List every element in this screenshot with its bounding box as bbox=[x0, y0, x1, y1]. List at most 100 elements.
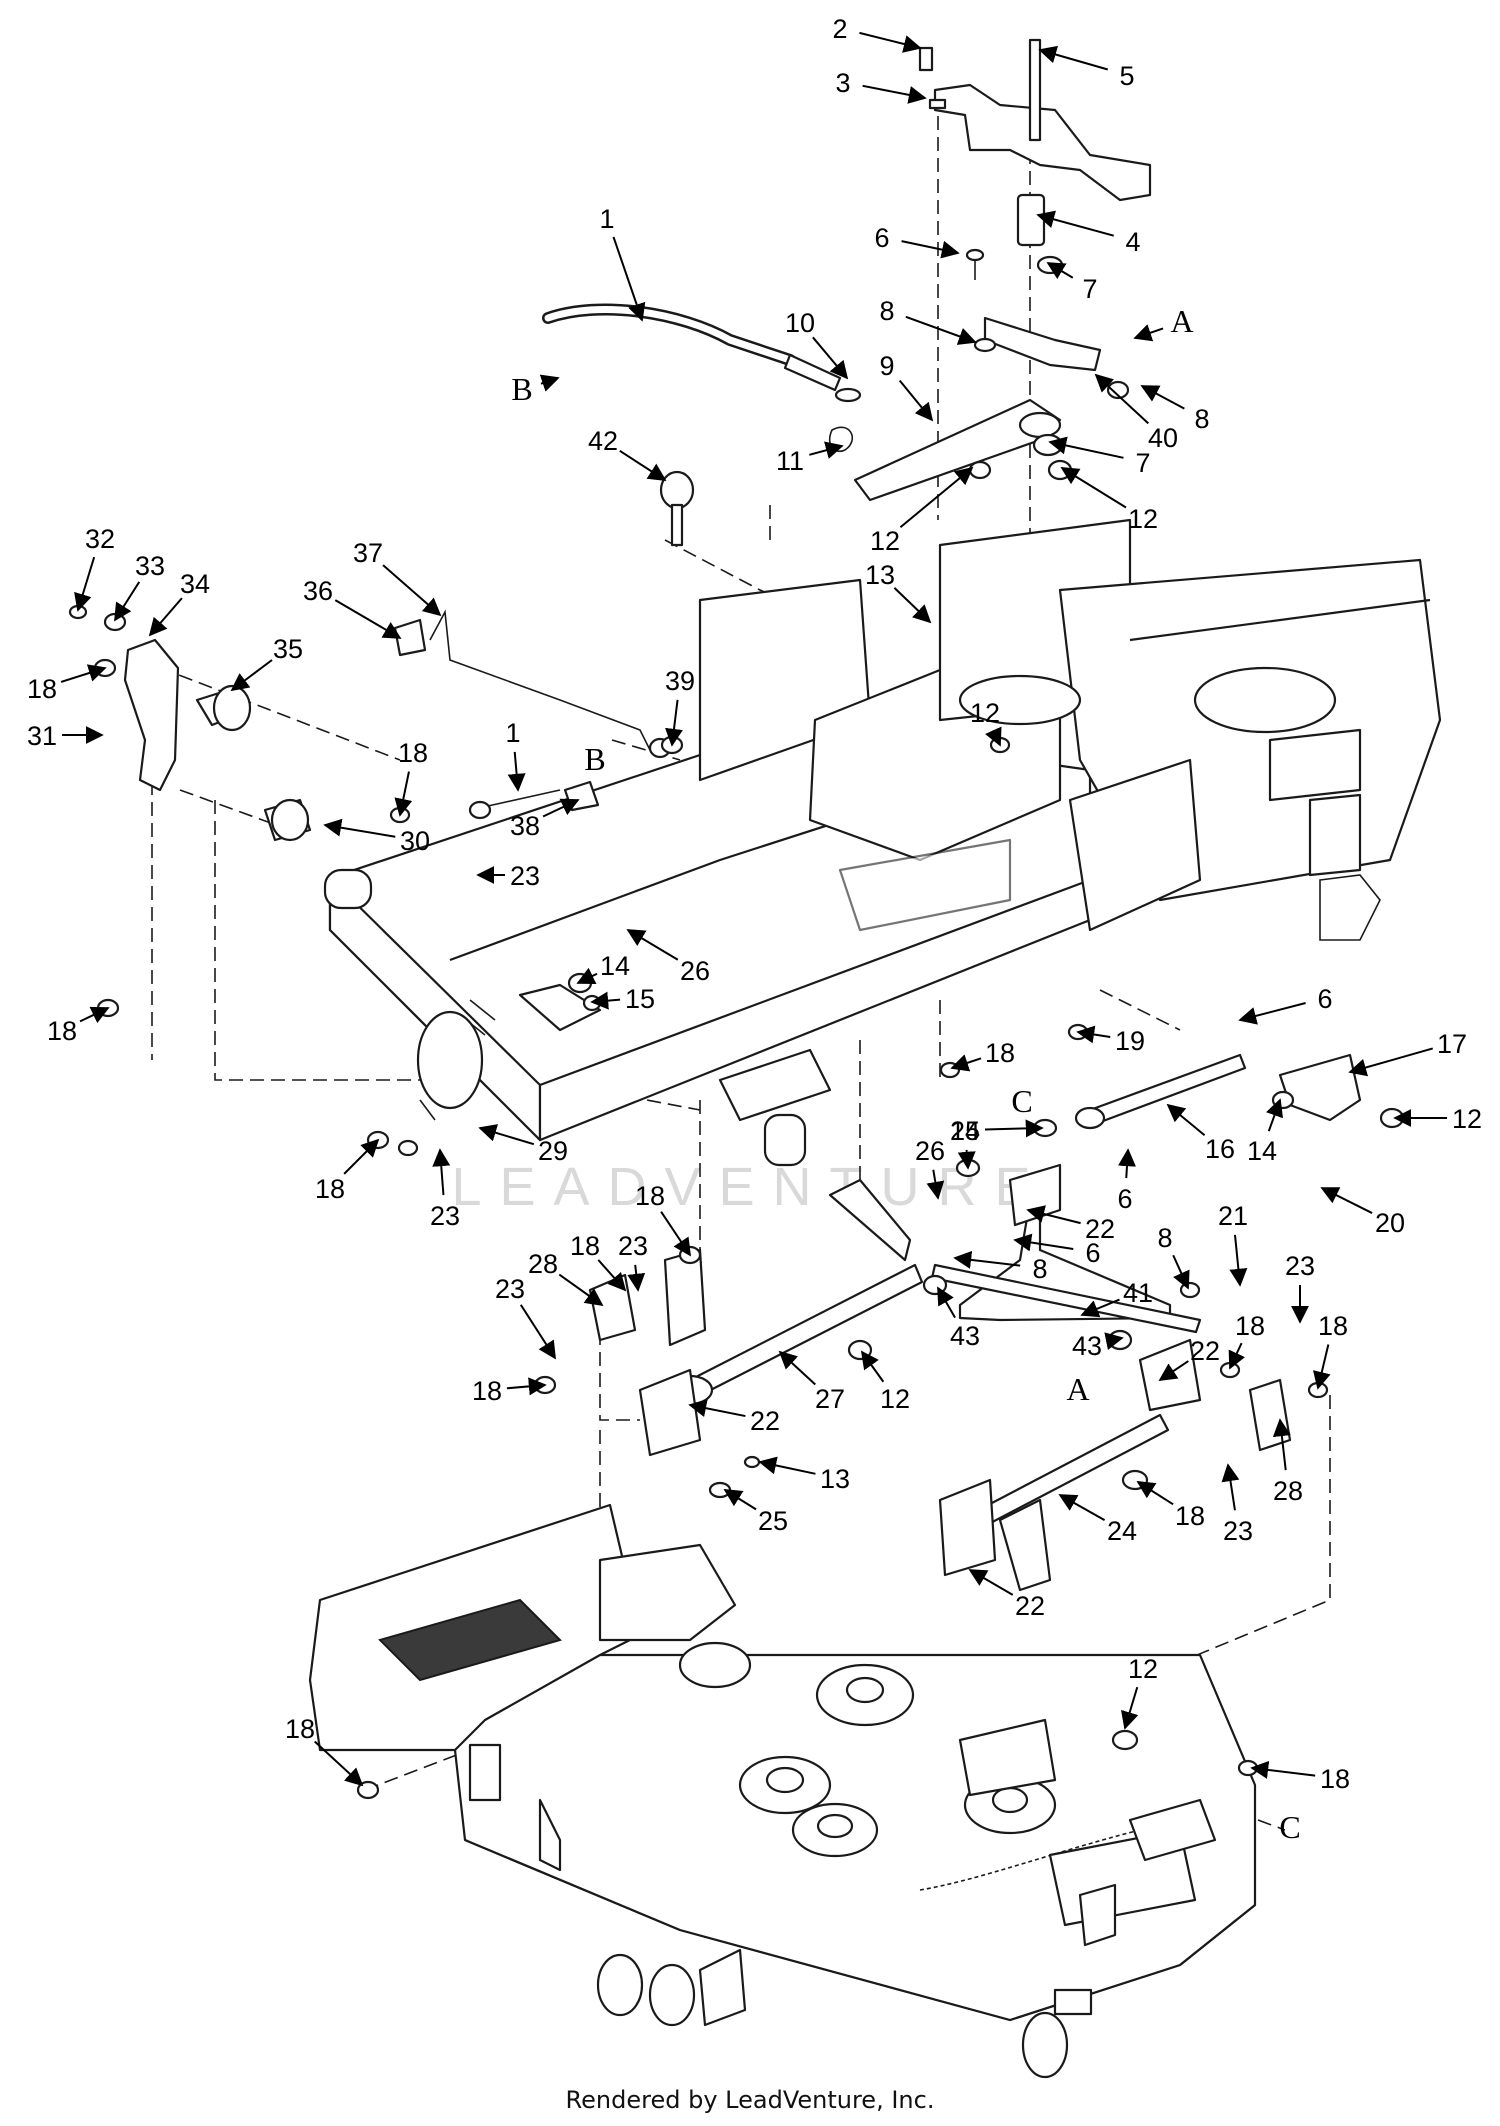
leader-arrow bbox=[323, 818, 396, 838]
callout-number-30: 30 bbox=[400, 826, 430, 856]
leader-arrow bbox=[230, 659, 273, 692]
callout-number-18: 18 bbox=[1175, 1501, 1205, 1531]
callout-number-12: 12 bbox=[970, 698, 1000, 728]
leader-arrow bbox=[898, 379, 934, 422]
callout-number-5: 5 bbox=[1119, 61, 1134, 91]
leader-arrow bbox=[1121, 1686, 1139, 1730]
leader-arrow bbox=[1118, 1148, 1136, 1179]
callout-number-17: 17 bbox=[1437, 1029, 1467, 1059]
leader-arrow bbox=[382, 564, 442, 617]
callout-number-40: 40 bbox=[1148, 423, 1178, 453]
leader-arrow bbox=[619, 450, 667, 481]
callout-number-13: 13 bbox=[820, 1464, 850, 1494]
leader-arrow bbox=[542, 798, 580, 818]
leader-arrow bbox=[862, 84, 927, 104]
leader-arrow bbox=[901, 240, 960, 259]
leader-arrow bbox=[968, 1569, 1014, 1596]
callout-number-36: 36 bbox=[303, 576, 333, 606]
callout-number-8: 8 bbox=[1157, 1223, 1172, 1253]
callout-number-31: 31 bbox=[27, 721, 57, 751]
callout-number-27: 27 bbox=[815, 1384, 845, 1414]
callout-number-6: 6 bbox=[874, 223, 889, 253]
reference-letter-c: C bbox=[1279, 1809, 1300, 1845]
callout-number-1: 1 bbox=[599, 204, 614, 234]
callout-number-14: 14 bbox=[1247, 1136, 1277, 1166]
leader-arrow bbox=[812, 336, 849, 380]
callout-number-18: 18 bbox=[1320, 1764, 1350, 1794]
callout-number-14: 14 bbox=[950, 1116, 980, 1146]
callout-number-12: 12 bbox=[1128, 504, 1158, 534]
leader-arrow bbox=[1036, 210, 1114, 237]
callout-number-2: 2 bbox=[832, 14, 847, 44]
leader-arrow bbox=[74, 556, 96, 612]
leader-arrow bbox=[626, 929, 679, 961]
callout-number-23: 23 bbox=[510, 861, 540, 891]
callout-number-25: 25 bbox=[758, 1506, 788, 1536]
callout-number-10: 10 bbox=[785, 308, 815, 338]
leader-arrow bbox=[1320, 1187, 1373, 1214]
callout-number-32: 32 bbox=[85, 524, 115, 554]
callout-number-19: 19 bbox=[1115, 1026, 1145, 1056]
leader-arrow bbox=[1140, 385, 1185, 410]
footer-credit: Rendered by LeadVenture, Inc. bbox=[565, 2086, 935, 2114]
leader-arrow bbox=[1348, 1047, 1434, 1077]
callout-number-20: 20 bbox=[1375, 1208, 1405, 1238]
callout-number-12: 12 bbox=[870, 526, 900, 556]
leader-arrow bbox=[984, 1119, 1044, 1138]
callout-number-28: 28 bbox=[1273, 1476, 1303, 1506]
leader-arrow bbox=[1238, 1002, 1306, 1025]
callout-number-18: 18 bbox=[47, 1016, 77, 1046]
leader-arrow bbox=[627, 1264, 646, 1292]
leader-arrow bbox=[1026, 1205, 1081, 1225]
callout-number-38: 38 bbox=[510, 811, 540, 841]
leader-arrow bbox=[660, 1211, 691, 1257]
steering-bracket-assembly bbox=[853, 38, 1152, 502]
leader-arrow bbox=[1228, 1342, 1245, 1370]
leader-arrow bbox=[597, 1259, 627, 1292]
callout-number-41: 41 bbox=[1123, 1278, 1153, 1308]
callout-number-6: 6 bbox=[1117, 1184, 1132, 1214]
leader-arrow bbox=[1094, 373, 1149, 425]
leader-arrow bbox=[1038, 45, 1109, 71]
leader-arrow bbox=[926, 1169, 945, 1200]
leader-arrow bbox=[860, 1350, 885, 1383]
callout-number-24: 24 bbox=[1107, 1516, 1137, 1546]
leader-arrow bbox=[1166, 1103, 1206, 1137]
callout-number-14: 14 bbox=[600, 951, 630, 981]
extension-spring bbox=[416, 999, 496, 1121]
callout-number-6: 6 bbox=[1085, 1238, 1100, 1268]
callout-number-25: 25 bbox=[950, 1116, 980, 1146]
leader-arrow bbox=[1076, 1025, 1111, 1044]
leader-arrow bbox=[893, 587, 932, 624]
tractor-frame bbox=[323, 518, 1442, 1167]
callout-number-7: 7 bbox=[1082, 274, 1097, 304]
leader-arrow bbox=[1158, 1360, 1189, 1381]
callout-number-18: 18 bbox=[985, 1038, 1015, 1068]
leader-arrow bbox=[905, 315, 977, 345]
leader-arrow bbox=[1272, 1418, 1291, 1471]
callout-number-26: 26 bbox=[915, 1136, 945, 1166]
reference-letter-a: A bbox=[1066, 1371, 1089, 1407]
leader-arrow bbox=[953, 1250, 1021, 1269]
leader-arrow bbox=[1046, 262, 1074, 280]
leader-arrow bbox=[314, 1740, 364, 1787]
callout-number-18: 18 bbox=[1318, 1311, 1348, 1341]
brake-lever-assembly bbox=[123, 609, 672, 842]
mower-deck bbox=[308, 1503, 1257, 2079]
callout-number-8: 8 bbox=[1194, 404, 1209, 434]
leader-arrow bbox=[1312, 1344, 1331, 1390]
leader-arrow bbox=[558, 1273, 604, 1307]
leader-arrow bbox=[1266, 1098, 1283, 1132]
leader-arrow bbox=[114, 581, 141, 622]
leader-arrow bbox=[809, 441, 844, 459]
leader-arrow bbox=[1060, 467, 1127, 509]
callout-number-22: 22 bbox=[750, 1406, 780, 1436]
leader-arrow bbox=[394, 771, 413, 817]
leader-arrow bbox=[957, 1149, 976, 1170]
control-cable bbox=[542, 303, 862, 452]
callout-number-1: 1 bbox=[505, 718, 520, 748]
leader-arrow bbox=[432, 1148, 451, 1196]
callout-number-18: 18 bbox=[570, 1231, 600, 1261]
leader-arrow bbox=[1013, 1233, 1074, 1252]
